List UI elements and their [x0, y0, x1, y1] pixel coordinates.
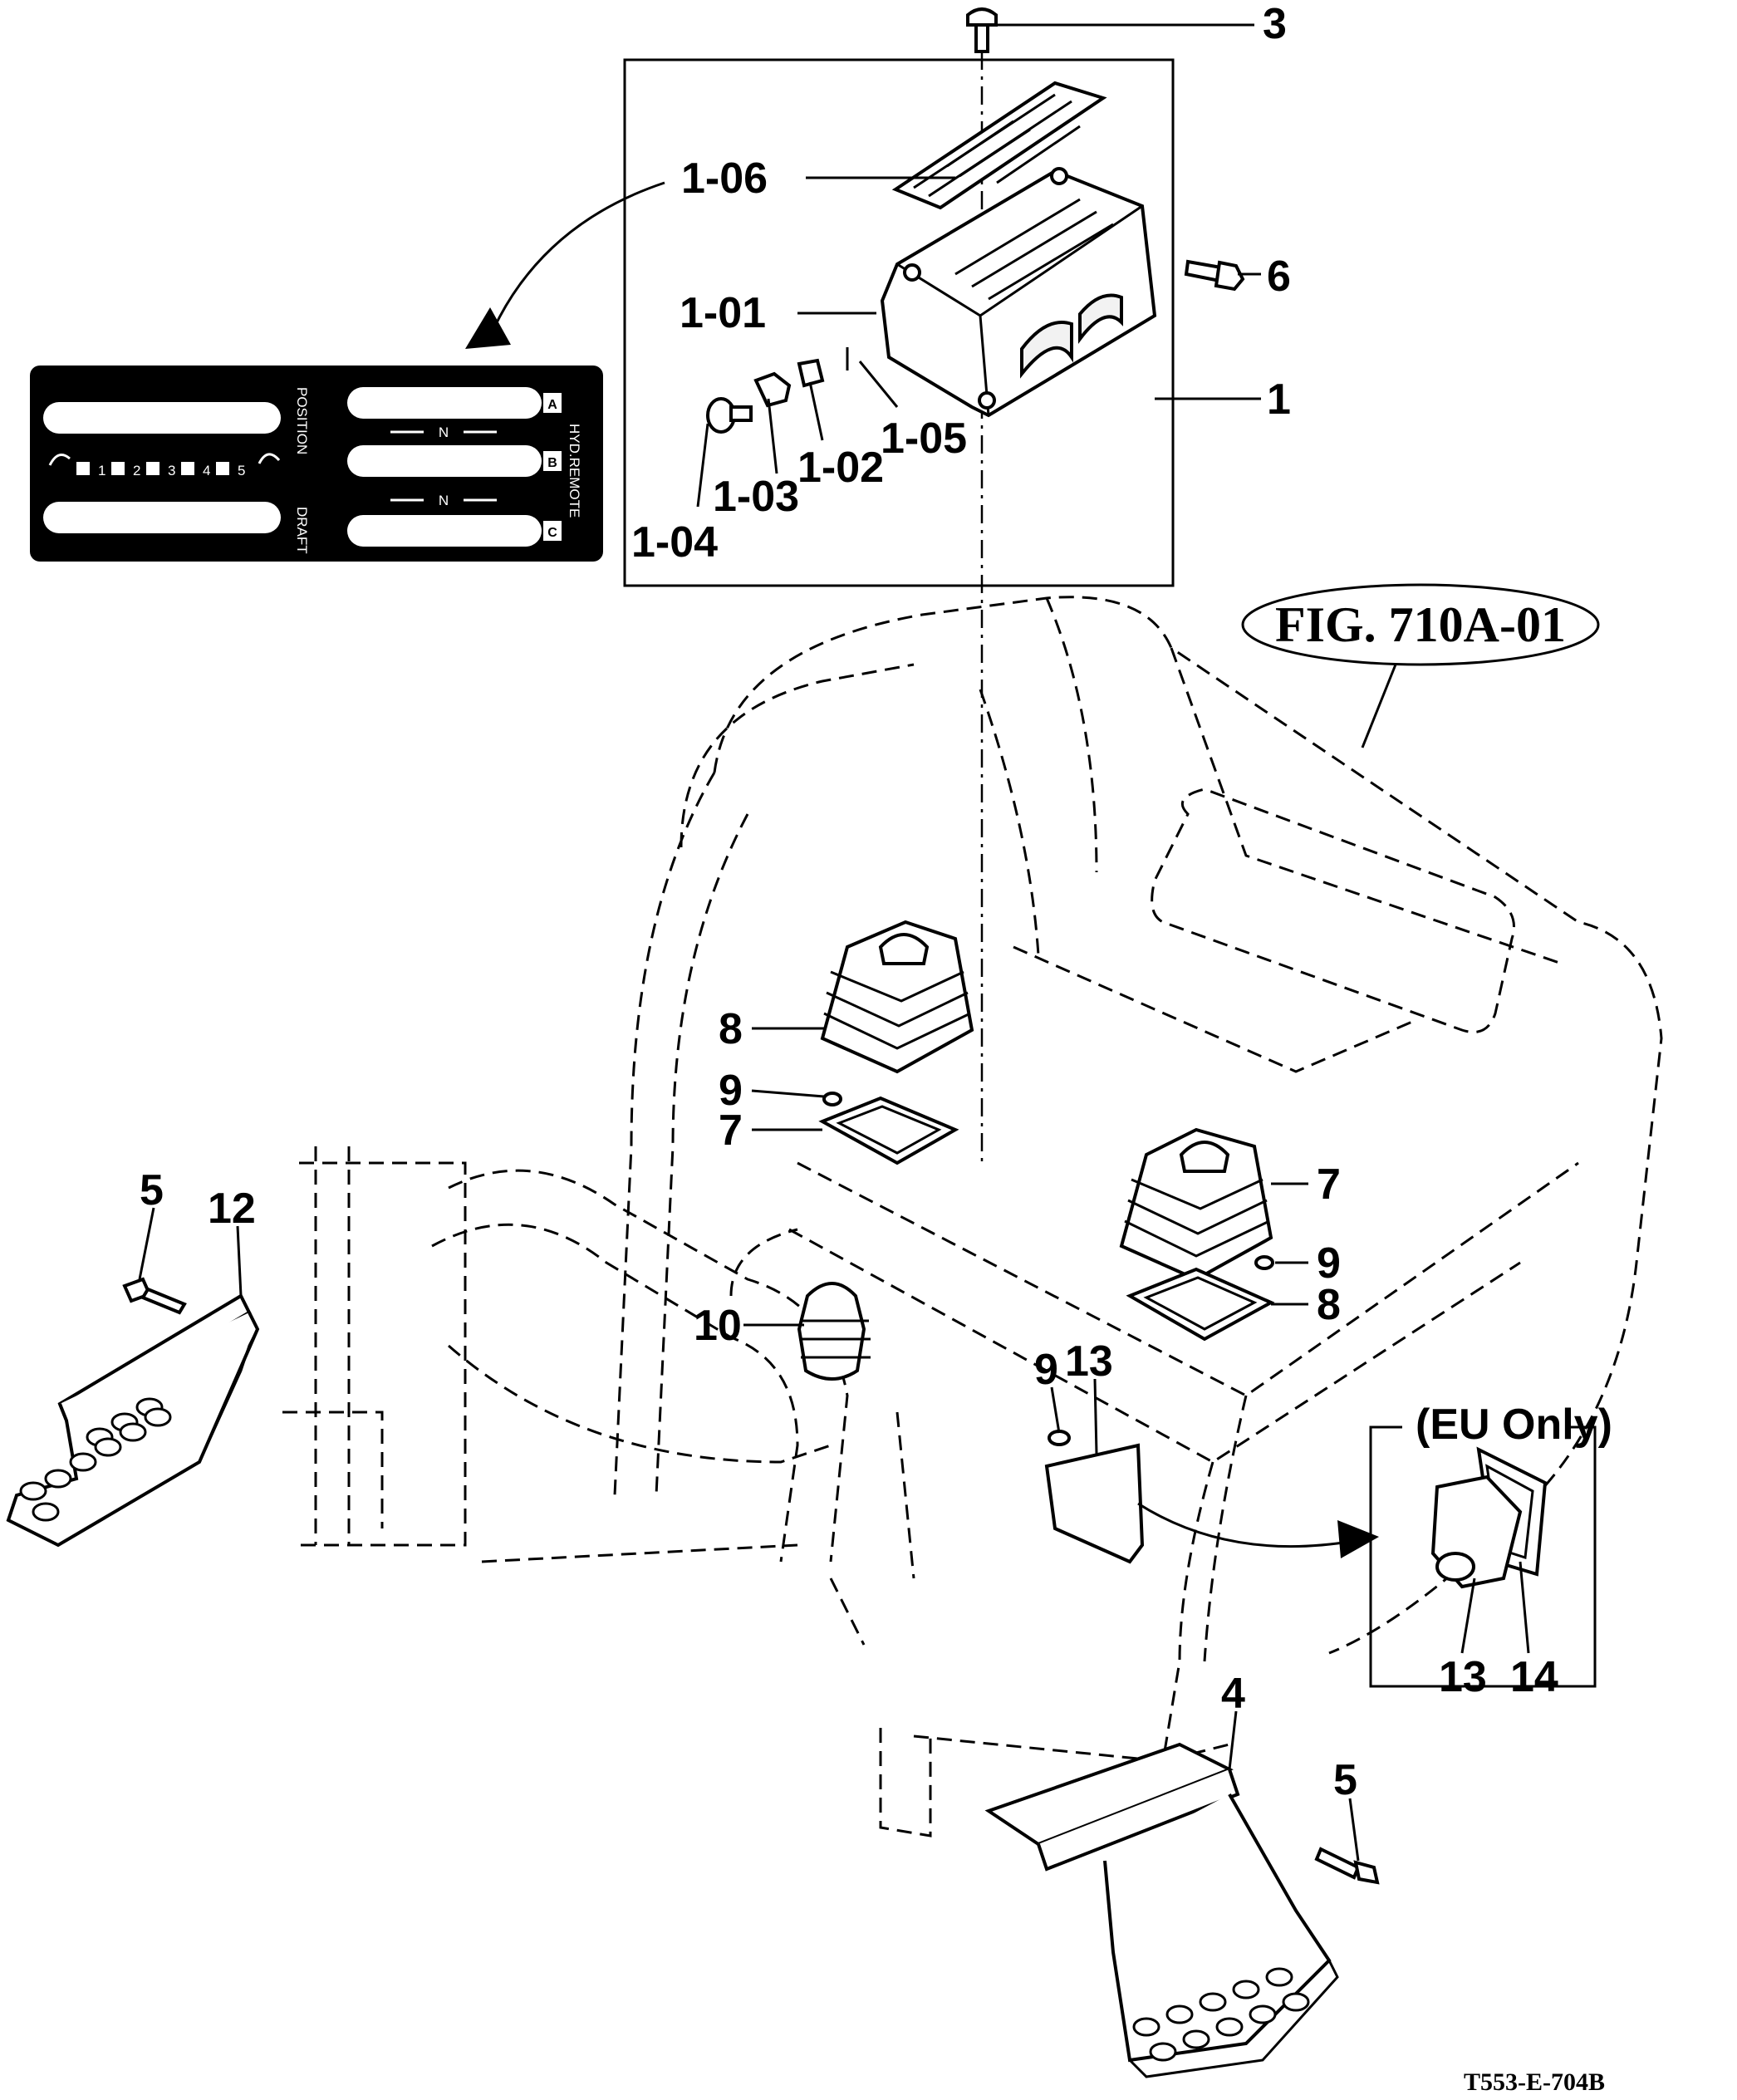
label-1-01: 1-01 — [680, 289, 766, 337]
eu-arrow — [1137, 1502, 1355, 1548]
tread-hole — [1199, 1992, 1227, 2012]
tread-hole — [32, 1502, 60, 1522]
decal-step-box — [216, 462, 229, 475]
decal-draft-text: DRAFT — [294, 507, 310, 554]
label-1-05: 1-05 — [881, 415, 967, 463]
decal-neutral-2: N — [439, 493, 449, 508]
tread-hole — [1165, 2004, 1194, 2024]
label-12: 12 — [208, 1185, 256, 1233]
decal-step-number: 2 — [133, 463, 140, 478]
decal-arrow-head — [465, 307, 511, 349]
screw-9-icon — [822, 1092, 842, 1106]
label-5-bottom: 5 — [1333, 1756, 1357, 1804]
decal-step-box — [76, 462, 90, 475]
lever-decal: A B C POSITION DRAFT HYD.REMOTE N N 1 2 3 4… — [30, 366, 603, 562]
lever-boot-7-right — [1119, 1127, 1273, 1282]
fig-reference: FIG. 710A-01 — [1241, 583, 1600, 748]
step-4-bottom — [984, 1742, 1339, 2078]
decal-hyd-remote-text: HYD.REMOTE — [567, 424, 582, 518]
tread-hole — [1249, 2004, 1277, 2024]
tread-hole — [19, 1481, 47, 1501]
label-3: 3 — [1263, 0, 1287, 48]
decal-slot-a: A — [547, 398, 557, 412]
fig-reference-text: FIG. 710A-01 — [1275, 597, 1566, 652]
label-1: 1 — [1267, 375, 1291, 424]
decal-step-number: 5 — [238, 463, 245, 478]
decal-step-number: 4 — [203, 463, 210, 478]
label-13-eu: 13 — [1439, 1653, 1487, 1701]
eu-boot-13-14 — [1430, 1446, 1548, 1589]
tread-hole — [1182, 2029, 1210, 2049]
clip-1-03-icon — [753, 371, 792, 408]
label-9-right: 9 — [1317, 1239, 1341, 1288]
decal-steps: 1 2 3 4 5 — [76, 462, 245, 478]
inset-frame — [623, 58, 1175, 587]
tread-hole — [1132, 2017, 1160, 2037]
step-12-left — [6, 1293, 260, 1548]
eu-arrow-head — [1337, 1520, 1379, 1558]
tread-hole — [1215, 2017, 1244, 2037]
decal-step-box — [181, 462, 194, 475]
decal-slot-b: B — [547, 456, 557, 470]
screw-3-icon — [966, 7, 998, 53]
cover-plate-13 — [1044, 1430, 1145, 1564]
screw-9-right-icon — [1254, 1255, 1274, 1270]
lever-cover-1-01 — [880, 167, 1157, 418]
lever-boot-10 — [797, 1282, 871, 1381]
label-1-02: 1-02 — [797, 444, 884, 492]
label-14: 14 — [1510, 1653, 1558, 1701]
label-7-left: 7 — [719, 1106, 743, 1155]
label-7-right: 7 — [1317, 1160, 1341, 1209]
decal-position-text: POSITION — [294, 387, 310, 454]
label-9-cover: 9 — [1034, 1346, 1058, 1394]
drawing-code: T553-E-704B — [1464, 2068, 1605, 2096]
plate-7-left — [818, 1096, 959, 1165]
decal-step-number: 3 — [168, 463, 175, 478]
bolt-5-bottom-icon — [1314, 1847, 1380, 1885]
plate-1-02-icon — [797, 358, 825, 388]
decal-step-box — [111, 462, 125, 475]
decal-step-box — [146, 462, 159, 475]
label-9-left: 9 — [719, 1067, 743, 1115]
label-8-left: 8 — [719, 1005, 743, 1053]
decal-step-number: 1 — [98, 463, 105, 478]
cab-frame-outline — [282, 596, 1663, 1838]
label-1-06: 1-06 — [681, 155, 768, 203]
label-1-03: 1-03 — [713, 473, 799, 521]
tread-hole — [69, 1452, 97, 1472]
bolt-6-icon — [1184, 259, 1245, 292]
decal-slot-c: C — [547, 526, 557, 540]
tread-hole — [1149, 2042, 1177, 2062]
tread-hole — [1282, 1992, 1310, 2012]
tread-hole — [44, 1469, 72, 1489]
label-8-right: 8 — [1317, 1281, 1341, 1329]
label-4: 4 — [1221, 1670, 1245, 1718]
label-1-04: 1-04 — [631, 518, 718, 567]
tread-hole — [144, 1407, 172, 1427]
knob-1-04-icon — [706, 397, 753, 434]
label-10: 10 — [694, 1302, 742, 1350]
tread-hole — [1232, 1980, 1260, 1999]
lever-boot-8-left — [820, 920, 974, 1074]
decal-arrow — [488, 181, 665, 337]
label-5-left: 5 — [140, 1166, 164, 1214]
bolt-5-left-icon — [122, 1277, 187, 1315]
eu-only-text: (EU Only) — [1416, 1401, 1612, 1449]
tread-hole — [94, 1437, 122, 1457]
leader-lines — [138, 23, 1530, 1862]
part-labels: 3 1-06 6 1-01 1 1-05 1-02 1-03 1-04 8 9 … — [140, 0, 1612, 2096]
label-13-cover: 13 — [1065, 1337, 1113, 1386]
plate-8-right — [1126, 1267, 1275, 1342]
tread-hole — [1265, 1967, 1293, 1987]
tread-hole — [119, 1422, 147, 1442]
label-6: 6 — [1267, 253, 1291, 301]
decal-neutral-1: N — [439, 424, 449, 440]
